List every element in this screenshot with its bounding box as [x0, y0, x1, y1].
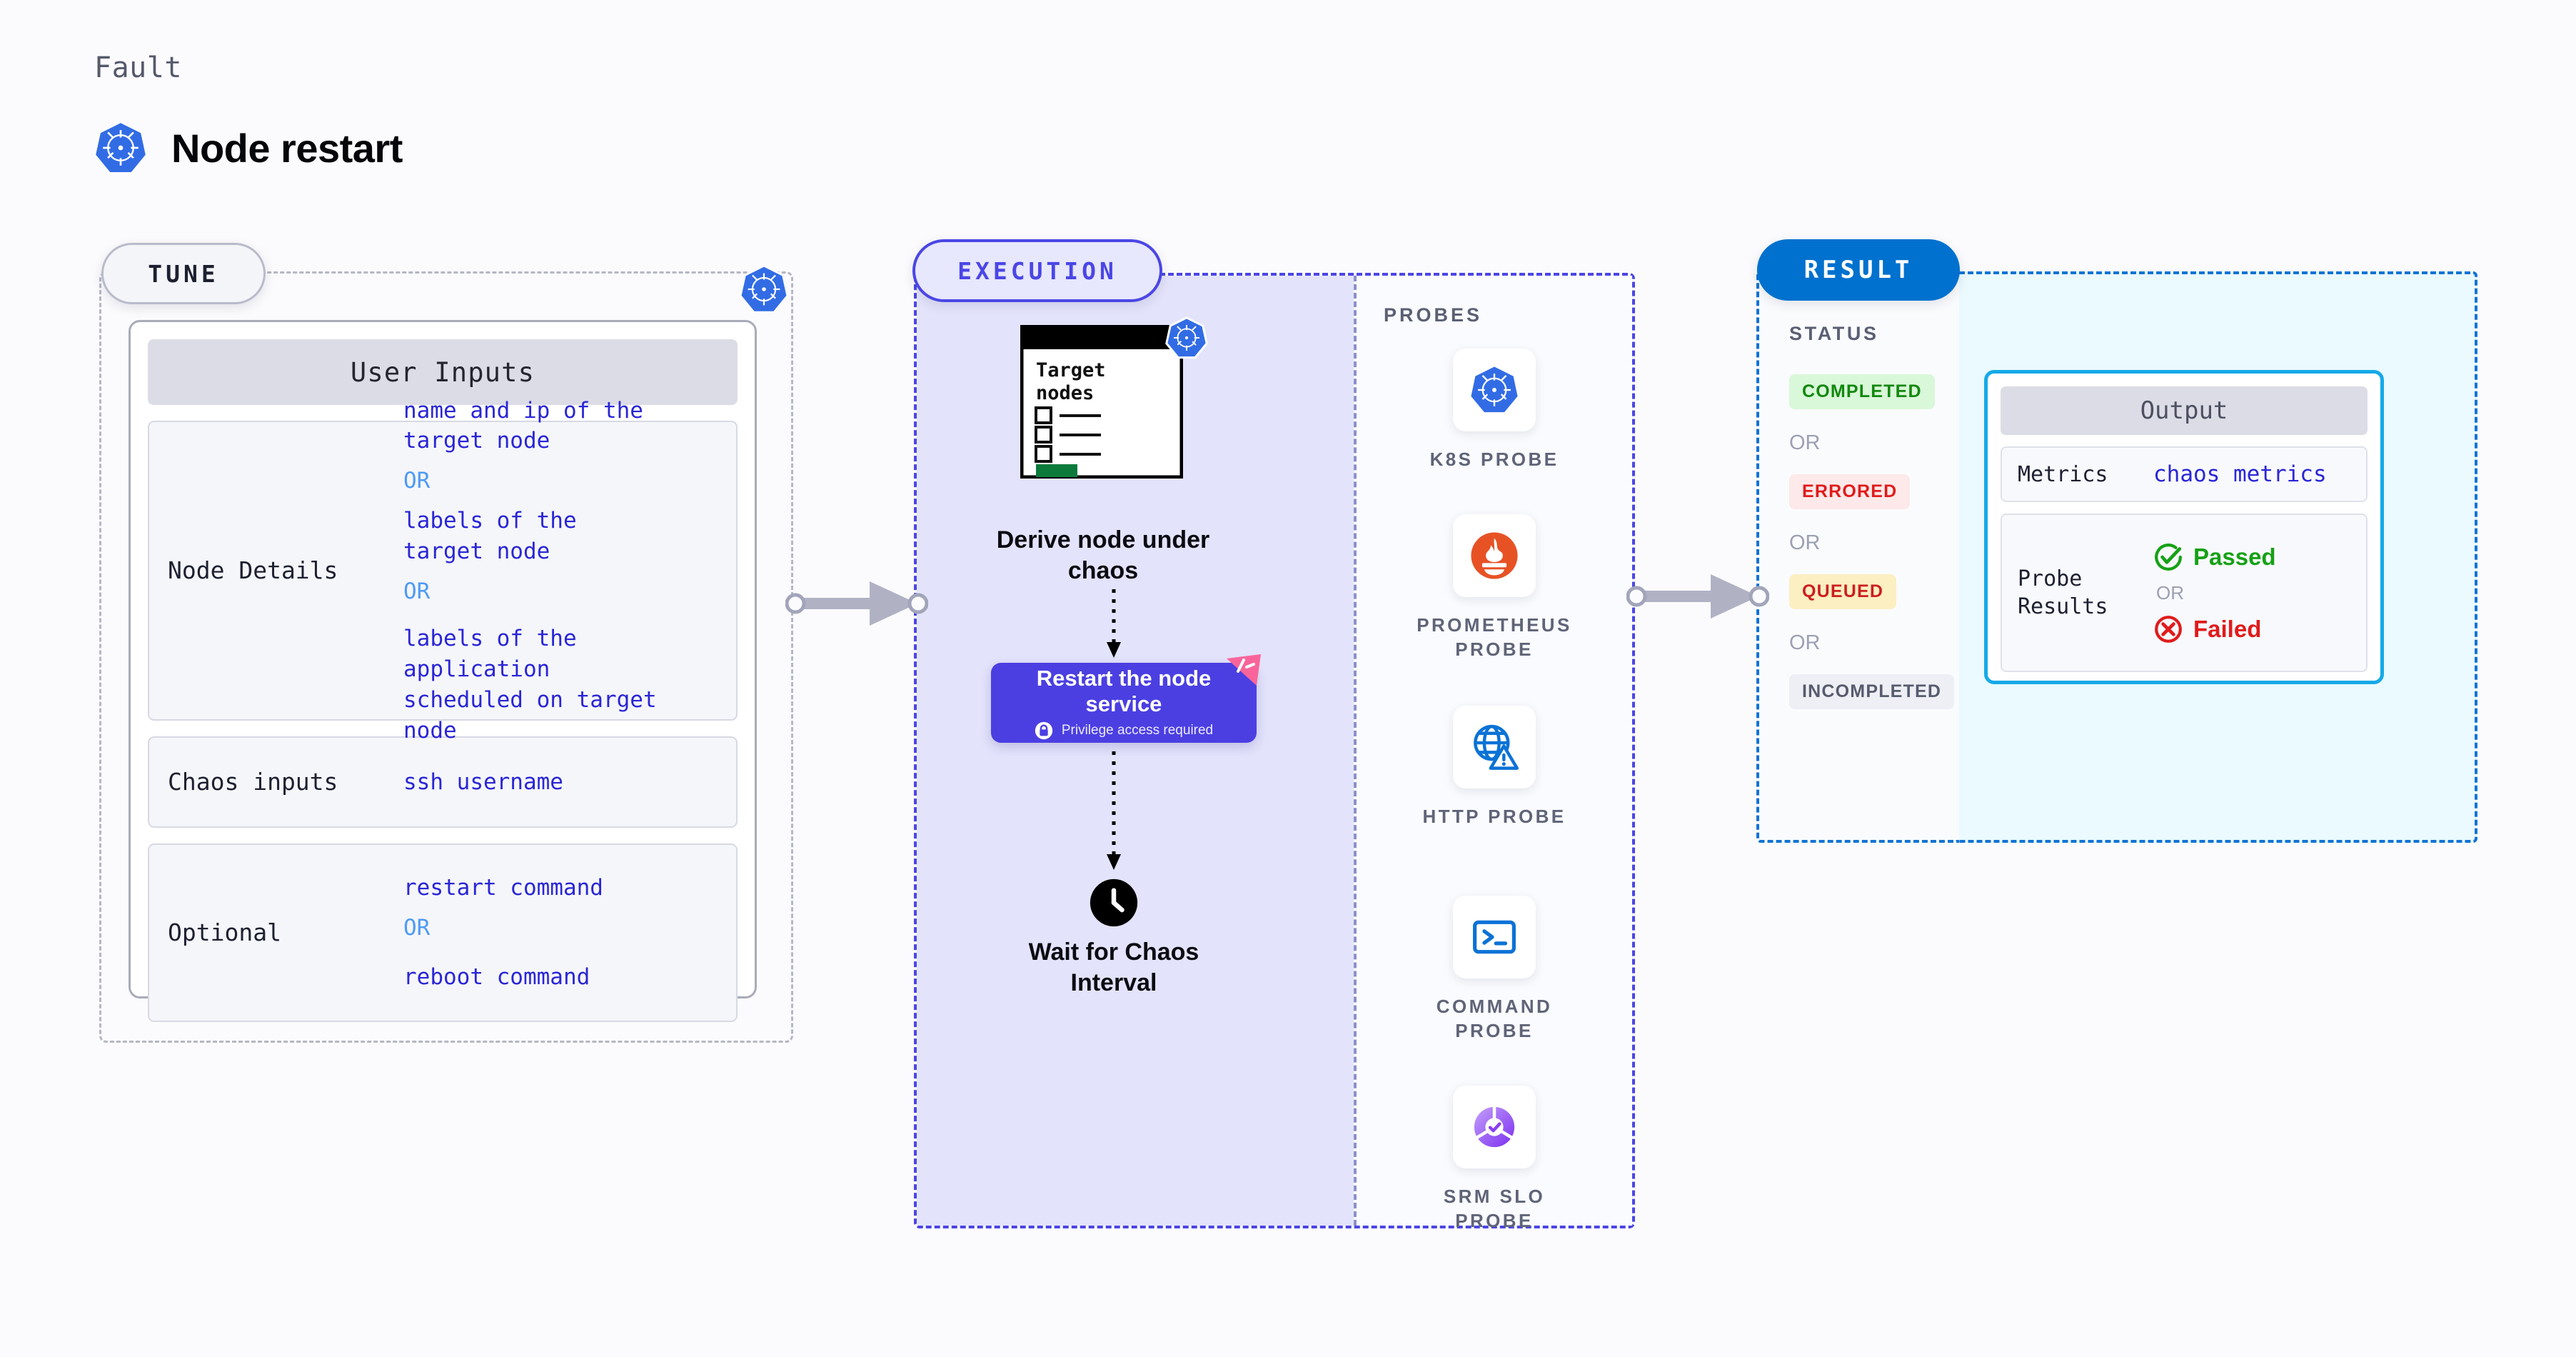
tune-panel — [99, 271, 793, 1043]
probe-tile — [1453, 514, 1536, 597]
probe-item-srm-slo[interactable]: SRM SLO PROBE — [1357, 1086, 1632, 1233]
execution-panel: PROBES — [914, 273, 1635, 1231]
stage-pill-tune[interactable]: TUNE — [101, 243, 266, 304]
probe-tile — [1453, 706, 1536, 788]
probe-item-http[interactable]: HTTP PROBE — [1357, 706, 1632, 828]
output-row-probe-results: Probe Results Passed OR — [2001, 514, 2368, 672]
prometheus-probe-icon — [1471, 532, 1518, 579]
probe-tile — [1453, 349, 1536, 431]
clock-icon — [1090, 878, 1138, 927]
ribbon-flag-icon — [1227, 654, 1261, 686]
probe-result-failed: Failed — [2153, 614, 2350, 644]
or-separator: OR — [403, 578, 431, 604]
probe-item-prometheus[interactable]: PROMETHEUS PROBE — [1357, 514, 1632, 662]
row-values: ssh username — [403, 767, 718, 798]
or-separator: OR — [1789, 631, 1821, 654]
or-separator: OR — [1789, 431, 1821, 454]
probes-pane: PROBES — [1354, 276, 1632, 1231]
value-text: labels of the target node — [403, 507, 577, 564]
lock-icon — [1035, 721, 1053, 740]
row-key: Metrics — [2018, 461, 2108, 487]
failed-label: Failed — [2193, 615, 2262, 642]
http-probe-icon — [1474, 724, 1519, 770]
value-text: labels of the application scheduled on t… — [403, 626, 657, 743]
kubernetes-probe-icon — [1471, 366, 1518, 413]
kubernetes-icon — [1165, 316, 1208, 359]
or-separator: OR — [403, 468, 431, 494]
status-title: STATUS — [1789, 323, 1879, 344]
probe-label: PROMETHEUS PROBE — [1417, 614, 1572, 661]
status-badge-errored: ERRORED — [1789, 474, 1911, 509]
value-text: restart command — [403, 875, 603, 901]
fault-label: Fault — [94, 51, 182, 84]
row-values: restart command OR reboot command — [403, 873, 718, 992]
stage-pill-result[interactable]: RESULT — [1757, 239, 1960, 301]
command-probe-icon — [1473, 920, 1516, 954]
page-title: Node restart — [171, 125, 403, 171]
fault-title-row: Node restart — [94, 121, 403, 174]
arrow-tune-to-execution — [785, 581, 928, 626]
flow-arrow-derive-to-restart — [1107, 589, 1121, 658]
check-circle-icon — [2155, 543, 2182, 571]
input-row-chaos-inputs: Chaos inputs ssh username — [148, 736, 738, 828]
flow-arrow-restart-to-wait — [1107, 751, 1121, 870]
kubernetes-icon — [739, 264, 789, 314]
target-nodes-document: Target nodes — [1020, 325, 1183, 479]
svg-text:nodes: nodes — [1036, 382, 1094, 404]
x-circle-icon — [2155, 615, 2182, 643]
restart-title: Restart the node service — [1036, 666, 1212, 716]
row-values: chaos metrics — [2153, 461, 2350, 487]
privilege-row: Privilege access required — [1035, 721, 1213, 740]
srm-slo-probe-icon — [1474, 1106, 1515, 1148]
passed-label: Passed — [2193, 543, 2276, 570]
kubernetes-icon — [96, 123, 146, 173]
status-badge-incompleted: INCOMPLETED — [1789, 674, 1955, 709]
value-text: reboot command — [403, 963, 590, 990]
user-inputs-card: User Inputs Node Details name and ip of … — [129, 320, 757, 1022]
probe-label: HTTP PROBE — [1422, 806, 1566, 827]
row-values: Passed OR Failed — [2153, 542, 2350, 644]
probe-tile — [1453, 896, 1536, 978]
probe-label: K8S PROBE — [1429, 449, 1559, 470]
input-row-optional: Optional restart command OR reboot comma… — [148, 843, 738, 1022]
probe-item-command[interactable]: COMMAND PROBE — [1357, 896, 1632, 1043]
or-separator: OR — [403, 915, 431, 941]
output-row-metrics: Metrics chaos metrics — [2001, 446, 2368, 502]
row-key: Probe Results — [2018, 566, 2108, 619]
probe-label: SRM SLO PROBE — [1443, 1186, 1546, 1232]
value-text: name and ip of the target node — [403, 397, 643, 454]
value-text: chaos metrics — [2153, 461, 2327, 487]
probe-item-k8s[interactable]: K8S PROBE — [1357, 349, 1632, 471]
row-key: Optional — [168, 918, 281, 946]
input-row-node-details: Node Details name and ip of the target n… — [148, 398, 738, 743]
status-column: STATUS COMPLETED OR ERRORED OR QUEUED OR… — [1756, 271, 1959, 843]
derive-node-caption: Derive node under chaos — [996, 526, 1210, 584]
stage-pill-execution[interactable]: EXECUTION — [912, 239, 1162, 302]
user-inputs-title: User Inputs — [148, 339, 738, 405]
wait-for-chaos-caption: Wait for Chaos Interval — [1028, 938, 1199, 996]
restart-node-service-step[interactable]: Restart the node service Privilege acces… — [991, 654, 1261, 743]
or-separator: OR — [1789, 531, 1821, 554]
row-key: Chaos inputs — [168, 767, 338, 796]
row-key: Node Details — [168, 556, 338, 584]
svg-text:Target: Target — [1036, 359, 1106, 381]
probes-title: PROBES — [1384, 304, 1483, 326]
probe-result-passed: Passed — [2153, 542, 2350, 572]
probe-label: COMMAND PROBE — [1436, 996, 1553, 1042]
or-separator: OR — [2156, 581, 2184, 604]
status-badge-completed: COMPLETED — [1789, 374, 1935, 409]
status-badge-queued: QUEUED — [1789, 574, 1897, 609]
probe-tile — [1453, 1086, 1536, 1168]
value-text: ssh username — [403, 768, 563, 795]
arrow-execution-to-result — [1626, 574, 1769, 619]
row-values: name and ip of the target node OR labels… — [403, 396, 718, 746]
output-card: Output Metrics chaos metrics Probe Resul… — [1984, 370, 2384, 684]
privilege-text: Privilege access required — [1061, 722, 1214, 738]
output-title: Output — [2001, 386, 2368, 435]
